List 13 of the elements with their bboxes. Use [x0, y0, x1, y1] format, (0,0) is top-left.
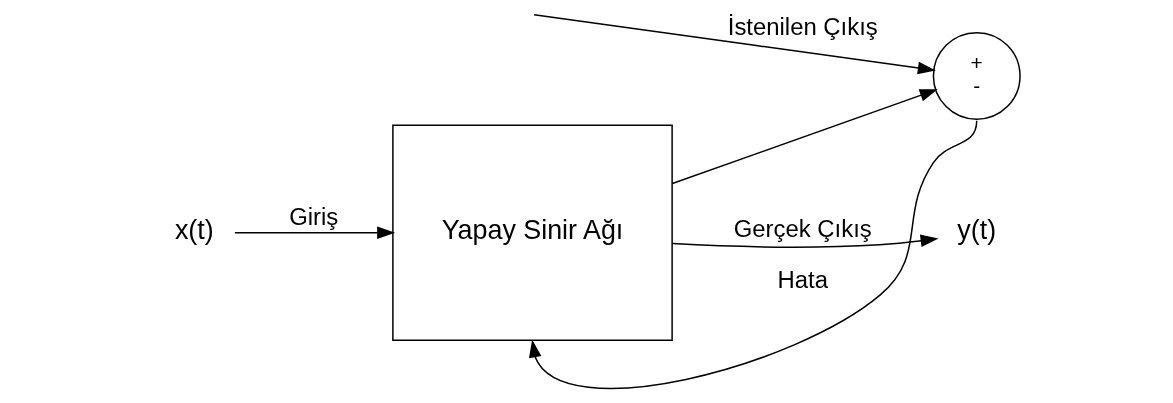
- node-box: Yapay Sinir Ağı: [391, 124, 673, 341]
- arrow: [671, 234, 938, 248]
- arrow: [671, 89, 938, 185]
- edge-label: Giriş: [288, 202, 338, 230]
- node-text: x(t): [174, 215, 214, 246]
- edge-label: İstenilen Çıkış: [727, 13, 878, 41]
- edge-label: Hata: [777, 265, 828, 293]
- node-circle: + -: [932, 31, 1021, 120]
- arrow: [532, 13, 936, 75]
- arrow: [233, 226, 395, 239]
- node-text: y(t): [956, 215, 996, 246]
- edge-label: Gerçek Çıkış: [733, 214, 872, 242]
- arrow: [528, 120, 977, 390]
